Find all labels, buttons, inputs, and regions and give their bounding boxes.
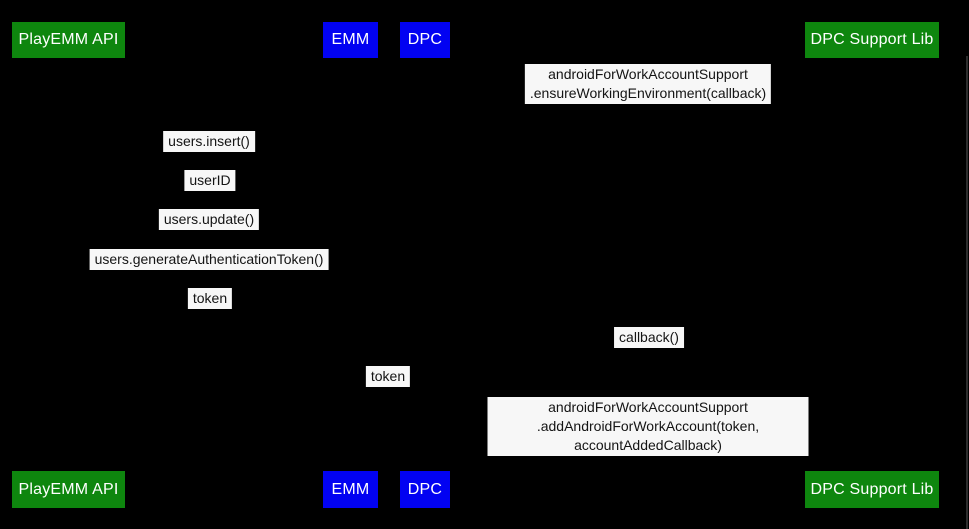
message-token-to-emm: token — [187, 288, 233, 309]
message-users-insert: users.insert() — [163, 131, 255, 152]
message-generate-authentication-token: users.generateAuthenticationToken() — [89, 249, 329, 270]
actor-playemm-api-bottom: PlayEMM API — [12, 471, 125, 508]
message-token-to-dpc: token — [365, 366, 411, 387]
actor-dpc-support-lib-top: DPC Support Lib — [805, 22, 939, 58]
actor-dpc-top: DPC — [400, 22, 450, 58]
actor-playemm-api-top: PlayEMM API — [12, 22, 125, 58]
message-users-update: users.update() — [158, 209, 260, 230]
actor-emm-top: EMM — [323, 22, 378, 58]
message-add-android-for-work-account: androidForWorkAccountSupport .addAndroid… — [487, 397, 809, 456]
actor-emm-bottom: EMM — [323, 471, 378, 508]
actor-dpc-support-lib-bottom: DPC Support Lib — [805, 471, 939, 508]
message-user-id: userID — [184, 170, 236, 191]
message-callback: callback() — [614, 327, 684, 348]
scrollbar[interactable] — [966, 56, 968, 529]
message-ensure-working-environment: androidForWorkAccountSupport .ensureWork… — [524, 64, 772, 104]
actor-dpc-bottom: DPC — [400, 471, 450, 508]
